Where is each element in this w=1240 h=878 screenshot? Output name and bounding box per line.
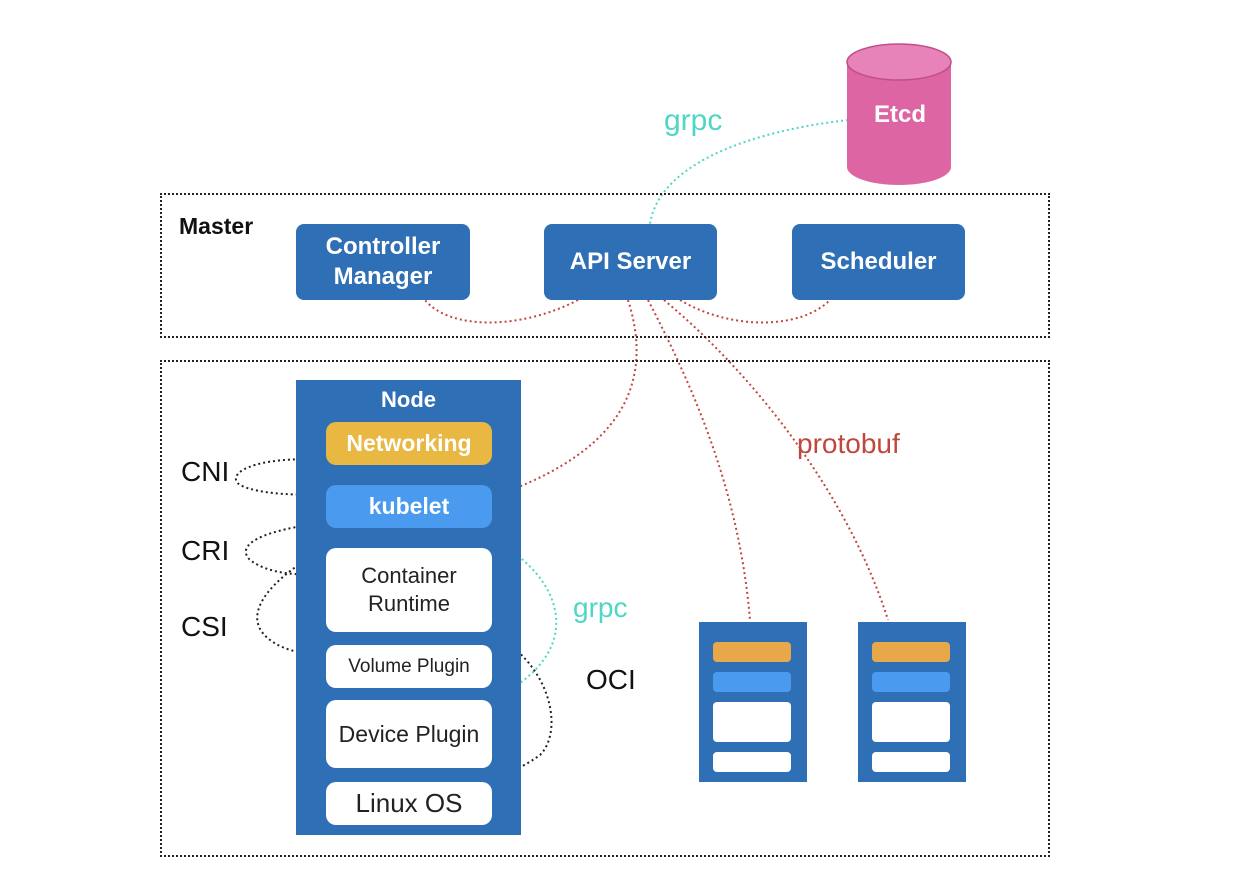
oci-label: OCI [586,664,636,695]
node-title: Node [381,387,436,412]
device-plugin-box: Device Plugin [326,700,492,768]
node-box: Node Networking kubelet Container Runtim… [296,380,521,835]
worker-node-1-kubelet [713,672,791,692]
master-section [160,193,1050,338]
scheduler-box: Scheduler [792,224,965,300]
worker-node-2-os [872,752,950,772]
etcd-label: Etcd [873,101,926,128]
oci-loop [484,631,553,781]
api-server-box: API Server [544,224,717,300]
worker-node-2 [858,622,966,782]
master-title: Master [179,213,254,239]
volume-plugin-box: Volume Plugin [326,645,492,688]
worker-node-1-networking [713,642,791,662]
api-scheduler-line [679,299,831,324]
worker-node-2-runtime [872,702,950,742]
protobuf-label: protobuf [797,428,900,459]
etcd-database-icon [846,43,952,185]
api-node1-line [647,299,751,621]
api-node2-line [663,299,889,621]
linux-os-box: Linux OS [326,782,492,825]
worker-node-2-networking [872,642,950,662]
csi-label: CSI [181,611,228,642]
grpc-kubelet-device-line [464,527,558,701]
grpc-label-top: grpc [664,104,723,137]
worker-node-1-os [713,752,791,772]
worker-section [160,360,1050,857]
networking-box: Networking [326,422,492,465]
kubelet-box: kubelet [326,485,492,528]
worker-node-1-runtime [713,702,791,742]
controller-manager-box: Controller Manager [296,224,470,300]
worker-node-2-kubelet [872,672,950,692]
cni-label: CNI [181,456,230,487]
cri-label: CRI [181,535,230,566]
container-runtime-box: Container Runtime [326,548,492,632]
worker-node-1 [699,622,807,782]
grpc-label-side: grpc [573,592,628,623]
